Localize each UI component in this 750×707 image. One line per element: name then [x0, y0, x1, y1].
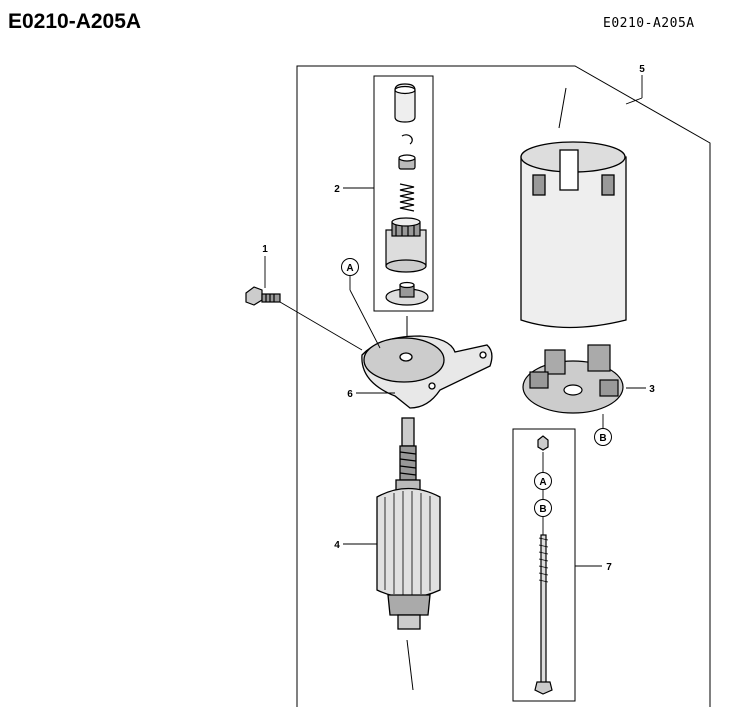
through-bolt-box: [512, 428, 576, 702]
brush-plate: [522, 344, 624, 414]
callout-5: 5: [639, 64, 645, 75]
callout-6: 6: [347, 389, 353, 400]
frame-outline: [296, 65, 711, 707]
leader-lines: [264, 75, 646, 567]
ref-b-bolt-label: B: [539, 504, 546, 515]
callout-3: 3: [649, 384, 655, 395]
stop-collar: [398, 154, 416, 170]
pinion-cap: [394, 83, 416, 123]
ref-circle-b-bolt: B: [534, 499, 552, 517]
pinion-gear: [385, 217, 427, 273]
callout-7: 7: [606, 562, 612, 573]
ref-b-right-label: B: [599, 433, 606, 444]
starter-housing: [520, 141, 627, 329]
callout-2: 2: [334, 184, 340, 195]
callout-1: 1: [262, 244, 268, 255]
callout-4: 4: [334, 540, 340, 551]
ref-a-top-label: A: [346, 263, 353, 274]
ref-circle-a-top: A: [341, 258, 359, 276]
ref-circle-b-right: B: [594, 428, 612, 446]
pinion-washer: [385, 281, 429, 306]
ref-a-bolt-label: A: [539, 477, 546, 488]
hex-bolt: [245, 286, 281, 306]
armature: [376, 417, 441, 630]
pinion-kit-box: [373, 75, 434, 312]
anti-drift-spring: [399, 183, 415, 212]
diagram-code: E0210-A205A: [603, 16, 695, 31]
clip-ring: [401, 134, 413, 145]
drive-end-bracket: [361, 335, 493, 409]
diagram-title: E0210-A205A: [8, 10, 142, 33]
through-bolt: [534, 435, 553, 695]
ref-circle-a-bolt: A: [534, 472, 552, 490]
